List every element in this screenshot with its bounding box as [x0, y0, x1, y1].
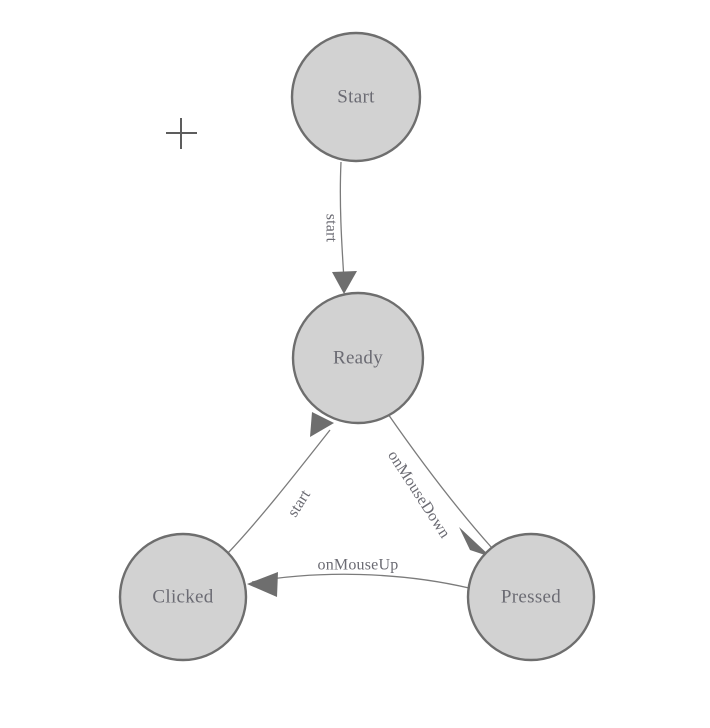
edge-label-clicked-to-ready: start — [285, 487, 315, 521]
crosshair-cursor-icon — [166, 118, 197, 149]
edge-path-pressed-to-clicked — [251, 573, 470, 589]
node-ready-circle[interactable] — [291, 291, 425, 425]
edge-path-ready-to-pressed — [387, 413, 493, 549]
edge-label-pressed-to-clicked: onMouseUp — [318, 557, 399, 574]
node-start-circle[interactable] — [290, 31, 422, 163]
edge-clicked-to-ready[interactable]: start — [227, 412, 334, 554]
arrowhead-into-ready-top — [332, 271, 357, 294]
edge-path-clicked-to-ready — [227, 429, 331, 554]
node-pressed[interactable]: Pressed — [466, 532, 596, 662]
node-start-label: Start — [337, 86, 375, 107]
node-clicked-label: Clicked — [152, 586, 213, 607]
node-start[interactable]: Start — [290, 31, 422, 163]
edge-path-start-to-ready — [339, 161, 345, 281]
node-clicked-circle[interactable] — [118, 532, 248, 662]
edge-ready-to-pressed[interactable]: onMouseDown — [384, 413, 493, 557]
edge-pressed-to-clicked[interactable]: onMouseUp — [247, 557, 470, 597]
node-ready[interactable]: Ready — [291, 291, 425, 425]
arrowhead-into-clicked — [247, 572, 278, 597]
edge-label-ready-to-pressed: onMouseDown — [384, 448, 453, 542]
node-pressed-circle[interactable] — [466, 532, 596, 662]
arrowhead-into-pressed — [459, 527, 491, 557]
edge-label-start-to-ready: start — [322, 214, 339, 243]
arrowhead-into-ready-bottom — [310, 412, 334, 437]
node-clicked[interactable]: Clicked — [118, 532, 248, 662]
edge-start-to-ready[interactable]: start — [322, 161, 357, 294]
node-pressed-label: Pressed — [501, 586, 561, 607]
node-ready-label: Ready — [333, 347, 383, 368]
